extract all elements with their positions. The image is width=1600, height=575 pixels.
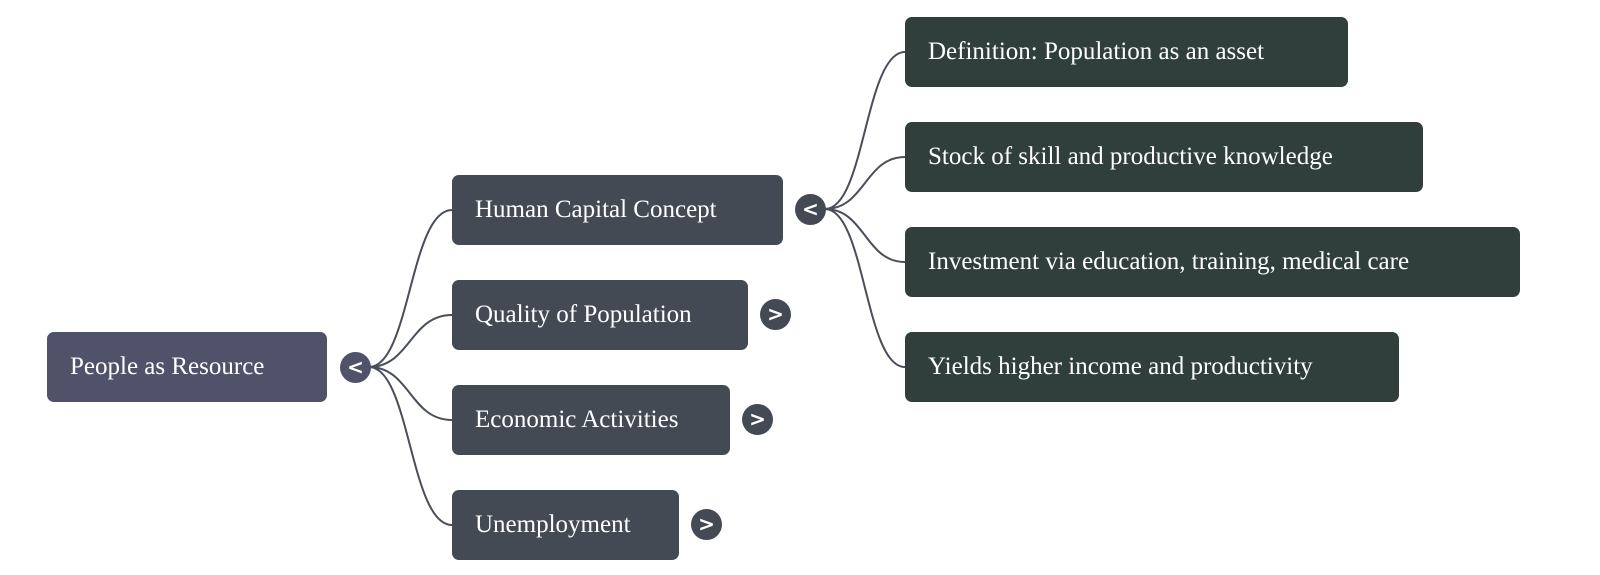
leaf-definition[interactable]: Definition: Population as an asset: [905, 17, 1348, 87]
expand-unemployment-toggle[interactable]: >: [691, 509, 722, 540]
connector-hc-to-stock: [824, 156, 906, 210]
leaf-investment[interactable]: Investment via education, training, medi…: [905, 227, 1520, 297]
branch-unemployment[interactable]: Unemployment: [452, 490, 679, 560]
connector-root-to-human-capital: [368, 209, 453, 368]
leaf-yields[interactable]: Yields higher income and productivity: [905, 332, 1399, 402]
branch-economic-activities[interactable]: Economic Activities: [452, 385, 730, 455]
branch-human-capital-concept[interactable]: Human Capital Concept: [452, 175, 783, 245]
connector-root-to-unemployment: [368, 366, 453, 526]
expand-quality-toggle[interactable]: >: [760, 299, 791, 330]
connector-hc-to-definition: [824, 51, 906, 210]
connector-hc-to-yields: [824, 208, 906, 368]
connector-hc-to-investment: [824, 208, 906, 263]
root-node[interactable]: People as Resource: [47, 332, 327, 402]
expand-economic-toggle[interactable]: >: [742, 404, 773, 435]
collapse-root-toggle[interactable]: <: [340, 352, 371, 383]
connector-root-to-quality: [368, 314, 453, 368]
branch-quality-of-population[interactable]: Quality of Population: [452, 280, 748, 350]
connector-root-to-economic: [368, 366, 453, 421]
leaf-stock-of-skill[interactable]: Stock of skill and productive knowledge: [905, 122, 1423, 192]
collapse-human-capital-toggle[interactable]: <: [795, 194, 826, 225]
